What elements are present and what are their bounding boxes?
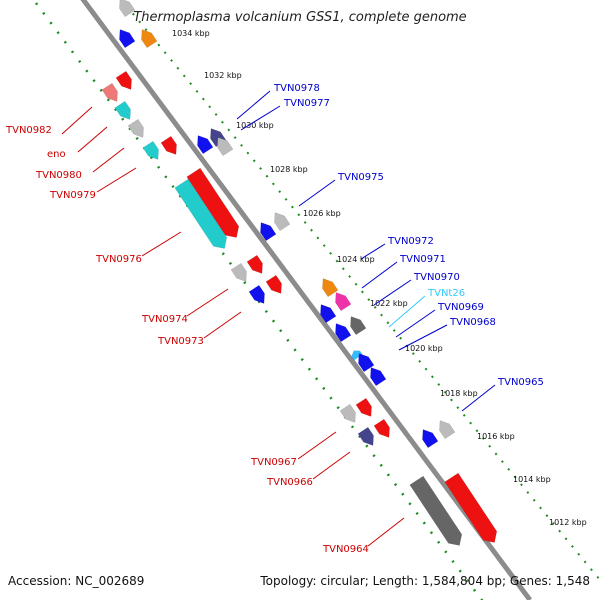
gene-arrow-rev-gray xyxy=(274,212,291,232)
leader-line xyxy=(461,384,496,412)
leader-line xyxy=(367,517,405,547)
gene-arrow-rev-blue xyxy=(358,353,375,373)
gene-arrow-fwd-darkgray xyxy=(409,475,463,546)
scale-tick-label: 1032 kbp xyxy=(204,71,242,80)
gene-label-tvn0966: TVN0966 xyxy=(266,477,313,488)
gene-label-eno: eno xyxy=(47,149,66,160)
gene-label-tvn0975: TVN0975 xyxy=(337,172,384,183)
gene-label-tvn0982: TVN0982 xyxy=(5,125,52,136)
gene-arrow-rev-gray xyxy=(119,0,136,18)
gene-arrow-fwd-red xyxy=(246,254,263,274)
scale-tick-label: 1034 kbp xyxy=(172,29,210,38)
gene-arrow-rev-orange xyxy=(322,278,339,298)
gene-label-tvn0973: TVN0973 xyxy=(157,336,204,347)
leader-line xyxy=(388,295,426,328)
leader-line xyxy=(312,451,351,480)
gene-label-tvn0971: TVN0971 xyxy=(399,254,446,265)
leader-line xyxy=(92,147,125,173)
gene-arrow-fwd-teal xyxy=(174,178,228,249)
scale-tick-label: 1016 kbp xyxy=(477,432,515,441)
leader-line xyxy=(141,231,182,257)
genome-backbone xyxy=(80,0,533,600)
gene-arrow-fwd-gray xyxy=(230,262,247,282)
gene-label-tvn0965: TVN0965 xyxy=(497,377,544,388)
scale-tick-label: 1022 kbp xyxy=(370,299,408,308)
scale-line xyxy=(120,0,600,581)
gene-label-tvn0976: TVN0976 xyxy=(95,254,142,265)
gene-arrow-fwd-teal xyxy=(142,140,159,160)
gene-arrow-fwd-red xyxy=(160,135,177,155)
gene-label-tvn0972: TVN0972 xyxy=(387,236,434,247)
gene-arrow-rev-blue xyxy=(335,323,352,343)
leader-line xyxy=(297,431,337,460)
gene-label-tvn0974: TVN0974 xyxy=(141,314,188,325)
leader-line xyxy=(61,106,93,135)
gene-arrow-rev-orange xyxy=(141,29,158,49)
gene-label-tvn0970: TVN0970 xyxy=(413,272,460,283)
gene-arrow-rev-blue xyxy=(260,222,277,242)
leader-line xyxy=(373,279,412,306)
scale-tick-label: 1020 kbp xyxy=(405,344,443,353)
gene-label-tvnt26: TVNt26 xyxy=(427,288,465,299)
leader-line xyxy=(361,261,398,289)
gene-arrow-rev-blue xyxy=(197,135,214,155)
map-title: Thermoplasma volcanium GSS1, complete ge… xyxy=(133,10,467,25)
gene-label-tvn0968: TVN0968 xyxy=(449,317,496,328)
gene-arrow-rev-darkgray xyxy=(350,316,367,336)
leader-line xyxy=(240,105,281,131)
gene-arrow-rev-blue xyxy=(119,29,136,49)
leader-line xyxy=(96,167,137,193)
leader-line xyxy=(77,126,108,153)
gene-label-tvn0980: TVN0980 xyxy=(35,170,82,181)
feature-layer xyxy=(101,0,498,546)
leader-line xyxy=(298,179,336,207)
leader-line xyxy=(398,324,448,351)
leader-line xyxy=(360,243,386,260)
gene-arrow-rev-gray xyxy=(217,137,234,157)
accession-text: Accession: NC_002689 xyxy=(8,574,145,588)
gene-label-tvn0964: TVN0964 xyxy=(322,544,369,555)
gene-arrow-fwd-blue xyxy=(248,284,265,304)
scale-tick-label: 1026 kbp xyxy=(303,209,341,218)
gene-arrow-fwd-pink xyxy=(101,82,118,102)
gene-arrow-fwd-red xyxy=(115,70,132,90)
topology-text: Topology: circular; Length: 1,584,804 bp… xyxy=(260,574,590,588)
gene-arrow-fwd-teal xyxy=(114,100,131,120)
leader-line xyxy=(236,90,271,120)
scale-tick-label: 1030 kbp xyxy=(236,121,274,130)
scale-tick-label: 1024 kbp xyxy=(337,255,375,264)
gene-arrow-rev-blue xyxy=(320,304,337,324)
gene-label-tvn0967: TVN0967 xyxy=(250,457,297,468)
gene-arrow-fwd-gray xyxy=(339,403,356,423)
scale-tick-label: 1012 kbp xyxy=(549,518,587,527)
gene-arrow-rev-blue xyxy=(370,367,387,387)
gene-arrow-fwd-red xyxy=(265,274,282,294)
gene-arrow-rev-blue xyxy=(422,429,439,449)
inner-guide-line xyxy=(34,2,484,600)
leader-line xyxy=(203,311,242,339)
scale-tick-label: 1018 kbp xyxy=(440,389,478,398)
gene-label-tvn0969: TVN0969 xyxy=(437,302,484,313)
gene-label-tvn0977: TVN0977 xyxy=(283,98,330,109)
gene-arrow-fwd-gray xyxy=(127,118,144,138)
leader-line xyxy=(186,288,229,317)
guide-layer xyxy=(34,0,600,600)
gene-label-tvn0978: TVN0978 xyxy=(273,83,320,94)
gene-arrow-fwd-red xyxy=(355,397,372,417)
gene-arrow-fwd-red xyxy=(373,418,390,438)
gene-label-tvn0979: TVN0979 xyxy=(49,190,96,201)
label-layer: 1034 kbp 1032 kbp 1030 kbp 1028 kbp 1026 kbp… xyxy=(5,29,587,555)
gene-arrow-fwd-navy xyxy=(357,426,374,446)
gene-arrow-rev-magenta xyxy=(335,292,352,312)
scale-tick-label: 1028 kbp xyxy=(270,165,308,174)
gene-arrow-rev-gray xyxy=(439,420,456,440)
leader-line xyxy=(395,309,436,338)
gene-arrow-fwd-red xyxy=(444,472,498,543)
gene-arrow-fwd-red xyxy=(186,167,240,238)
scale-tick-label: 1014 kbp xyxy=(513,475,551,484)
